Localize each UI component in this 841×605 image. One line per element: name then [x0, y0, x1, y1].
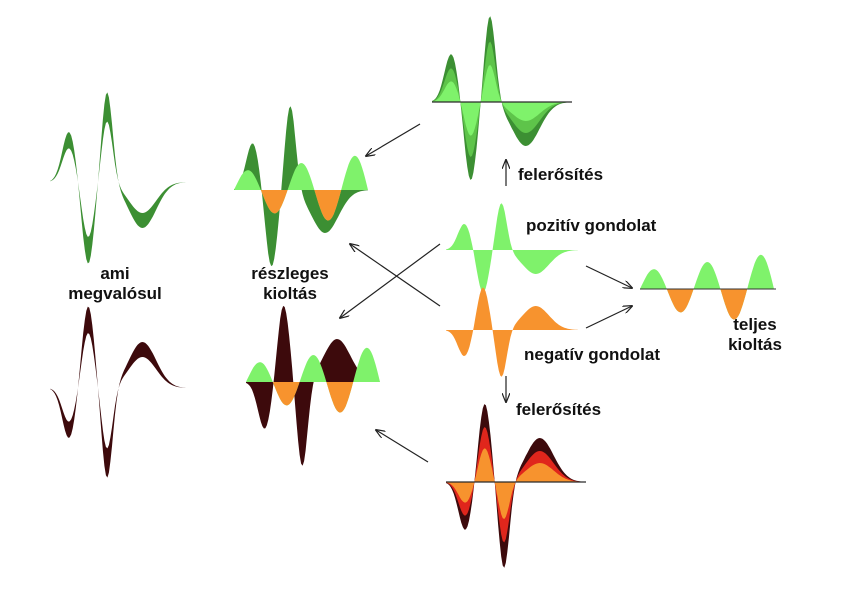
partial-bottom-negative [246, 382, 380, 413]
amplification-label-bottom: felerősítés [516, 400, 602, 419]
amplified-positive-inner [432, 65, 570, 136]
arrow-positive-to-partial-bottom [340, 243, 441, 318]
partial-top-outer [234, 106, 368, 267]
arrow-negative-to-partial-top [350, 244, 441, 307]
amplification-label-top: felerősítés [518, 165, 604, 184]
manifest-negative-ribbon [50, 306, 186, 478]
amplified-negative-inner [446, 448, 584, 519]
partial-top-negative [234, 190, 368, 221]
what-manifests-line1: ami [100, 264, 130, 283]
positive-thought-label: pozitív gondolat [526, 216, 657, 235]
amplified-negative-middle [446, 427, 584, 543]
amplified-positive-middle [432, 41, 570, 157]
what-manifests-label: ami megvalósul [60, 264, 170, 304]
partial-bottom-outer [246, 305, 380, 466]
partial-cancellation-label: részleges kioltás [240, 264, 340, 304]
full-cancellation-positive [640, 254, 774, 320]
full-cancellation-line2: kioltás [728, 335, 782, 354]
partial-cancellation-line1: részleges [251, 264, 329, 283]
partial-cancellation-line2: kioltás [263, 284, 317, 303]
arrow-amplified-negative-to-partial [376, 430, 429, 463]
full-cancellation-line1: teljes [733, 315, 777, 334]
negative-thought-wave [446, 287, 578, 377]
arrow-amplified-positive-to-partial [366, 123, 421, 156]
negative-thought-label: negatív gondolat [524, 345, 660, 364]
what-manifests-line2: megvalósul [68, 284, 162, 303]
full-cancellation-negative [640, 289, 774, 320]
arrow-negative-to-full [585, 306, 632, 329]
positive-thought-wave [446, 203, 578, 293]
manifest-positive-ribbon [50, 92, 186, 264]
full-cancellation-label: teljes kioltás [715, 315, 795, 355]
arrow-positive-to-full [585, 265, 632, 288]
